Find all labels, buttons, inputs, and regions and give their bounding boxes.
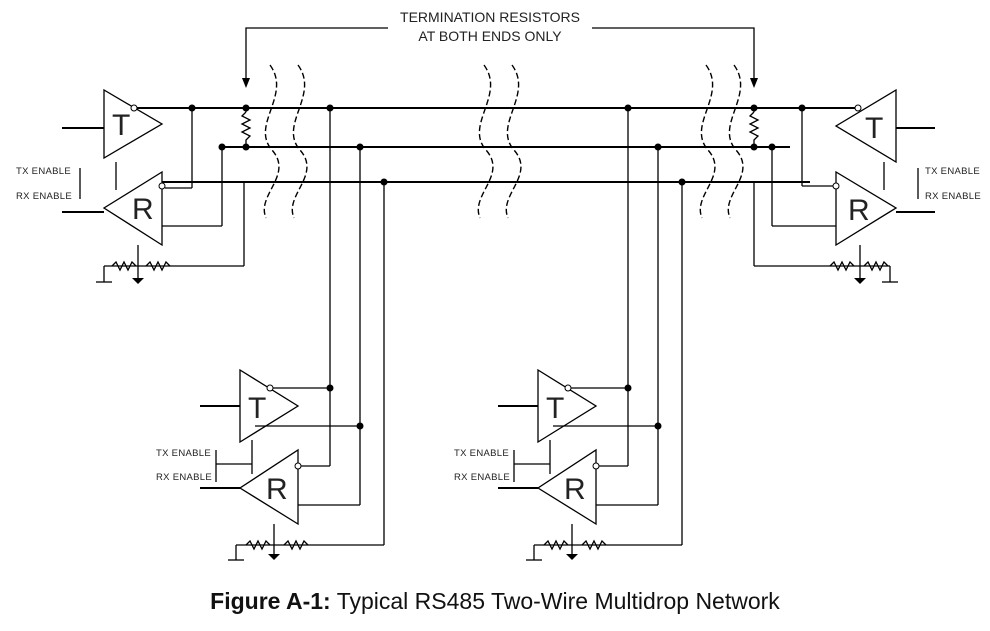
- left-receiver: [102, 170, 163, 247]
- right-receiver: [835, 170, 898, 247]
- mid-right-transmitter-label: T: [546, 392, 564, 425]
- figure-caption: Figure A-1: Typical RS485 Two-Wire Multi…: [0, 588, 990, 615]
- middle-right-node: T R TX ENABLE RX ENABLE: [454, 104, 686, 561]
- mid-left-transmitter-label: T: [248, 392, 266, 425]
- right-receiver-label: R: [848, 194, 870, 227]
- annotation-line1: TERMINATION RESISTORS: [400, 9, 580, 25]
- mid-left-receiver-label: R: [266, 473, 288, 506]
- right-transmitter: [834, 88, 897, 164]
- left-transmitter-label: T: [112, 109, 130, 142]
- mid-right-rx-enable: RX ENABLE: [454, 472, 510, 483]
- figure-caption-prefix: Figure A-1:: [210, 588, 331, 614]
- annotation-line2: AT BOTH ENDS ONLY: [418, 28, 562, 44]
- right-rx-enable: RX ENABLE: [925, 191, 981, 202]
- mid-right-receiver-label: R: [564, 473, 586, 506]
- figure-caption-text: Typical RS485 Two-Wire Multidrop Network: [330, 588, 780, 614]
- mid-right-tx-enable: TX ENABLE: [454, 448, 509, 459]
- mid-right-receiver: [536, 448, 597, 526]
- cable-break-marks: [263, 64, 744, 219]
- right-tx-enable: TX ENABLE: [925, 166, 980, 177]
- mid-left-receiver: [238, 448, 299, 526]
- left-node: T R TX ENABLE RX ENABLE: [16, 88, 252, 284]
- right-node: T R TX ENABLE RX ENABLE: [748, 88, 981, 284]
- annotation-arrows: [242, 27, 758, 88]
- left-rx-enable: RX ENABLE: [16, 191, 72, 202]
- bus-lines: [130, 107, 860, 183]
- left-receiver-label: R: [132, 193, 154, 226]
- middle-left-node: T R TX ENABLE RX ENABLE: [156, 104, 388, 561]
- rs485-network-diagram: TERMINATION RESISTORS AT BOTH ENDS ONLY …: [16, 9, 981, 561]
- right-transmitter-label: T: [865, 112, 883, 145]
- mid-left-tx-enable: TX ENABLE: [156, 448, 211, 459]
- mid-left-rx-enable: RX ENABLE: [156, 472, 212, 483]
- left-tx-enable: TX ENABLE: [16, 166, 71, 177]
